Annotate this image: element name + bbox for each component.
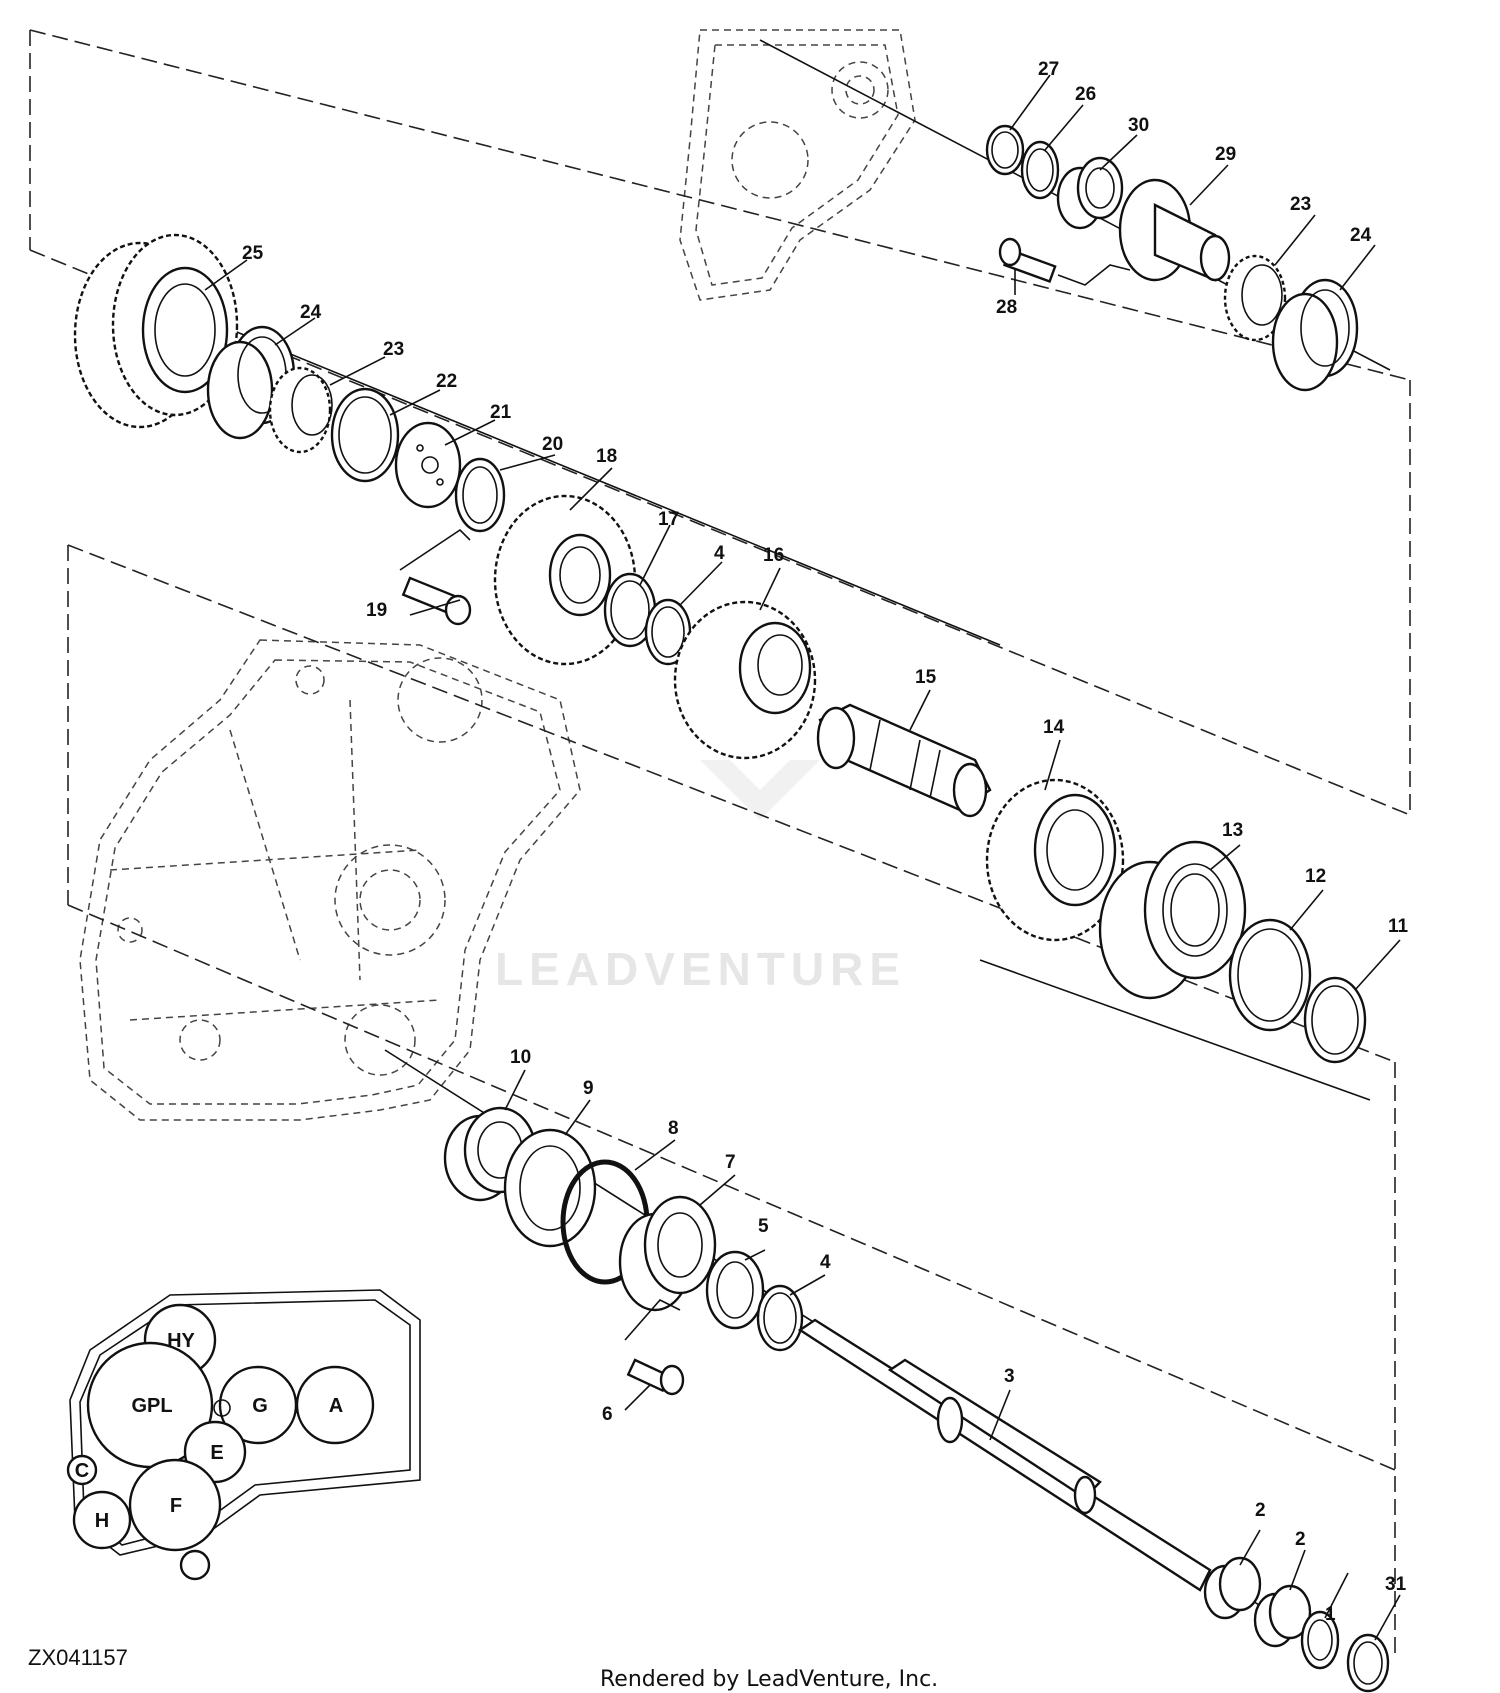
callout-2b: 2 [1295,1529,1306,1550]
callout-24a: 24 [300,302,322,323]
part-29-flange-hub [1118,178,1231,282]
callout-15: 15 [915,667,937,688]
callout-25: 25 [242,243,264,264]
part-3-shaft [797,1318,1212,1592]
part-4-snap-ring-lower [756,1284,804,1352]
part-2-bushing-a [1203,1556,1262,1620]
callout-6: 6 [602,1404,613,1425]
part-26-ring [1020,140,1060,200]
part-19-cap-screw [399,528,472,626]
zone-gpl-label: GPL [131,1395,172,1417]
callout-8: 8 [668,1118,679,1139]
zone-e-label: E [210,1442,223,1464]
callout-23a: 23 [383,339,404,360]
callout-14: 14 [1043,717,1065,738]
leader-lines [204,74,1401,1641]
zone-h-circle [72,1490,132,1550]
zone-a-circle [295,1365,375,1445]
callout-30: 30 [1128,115,1149,136]
credit-line: Rendered by LeadVenture, Inc. [600,1667,938,1692]
part-31-snap-ring [1346,1633,1390,1693]
part-23-bearing-cone-upper [1223,254,1287,342]
callout-13: 13 [1222,820,1243,841]
callout-17: 17 [658,509,679,530]
callout-numbers: 1 2 2 3 4 4 5 6 7 8 9 10 11 12 13 14 15 … [242,59,1409,1625]
part-12-ring [1228,918,1312,1032]
part-24-cup-upper [1271,278,1359,392]
callout-19: 19 [366,600,387,621]
part-9-gasket [503,1128,597,1248]
callout-9: 9 [583,1078,594,1099]
callout-5: 5 [758,1216,769,1237]
zone-f-circle [128,1458,222,1552]
part-7-cover [618,1195,717,1312]
zone-h-label: H [95,1510,109,1532]
part-20-snap-ring [454,457,506,533]
callout-20: 20 [542,434,563,455]
callout-16: 16 [763,545,784,566]
part-5-seal [705,1250,765,1330]
watermark-text: LEADVENTURE [495,943,906,995]
part-30-bushing [1056,156,1124,230]
callout-31: 31 [1385,1574,1407,1595]
part-11-snap-ring [1303,976,1367,1064]
callout-2a: 2 [1255,1500,1266,1521]
part-28-cap-screw [998,237,1131,286]
callout-21: 21 [490,402,512,423]
zone-c-label: C [75,1460,89,1482]
part-15-shaft [816,703,992,818]
part-25-gear [73,233,239,429]
housing-lower-ghost [79,639,581,1121]
callout-1: 1 [1325,1604,1336,1625]
callout-29: 29 [1215,144,1236,165]
locator-inset: HY GPL G A E C F H [66,1289,421,1581]
callout-4a: 4 [714,543,725,564]
zone-f-label: F [170,1495,182,1517]
callout-4b: 4 [820,1252,831,1273]
callout-24b: 24 [1350,225,1372,246]
part-18-gear [493,494,637,666]
part-13-bearing [1098,840,1247,1000]
callout-11: 11 [1388,916,1409,937]
part-2-bushing-b [1253,1584,1312,1648]
callout-10: 10 [510,1047,531,1068]
part-1-washer [1300,1610,1340,1670]
callout-18: 18 [596,446,617,467]
zone-hy-label: HY [167,1330,195,1352]
part-6-cap-screw [624,1299,685,1396]
callout-28: 28 [996,297,1017,318]
figure-id: ZX041157 [28,1645,128,1670]
part-27-snap-ring [985,124,1025,176]
part-14-gear [985,778,1125,942]
zone-pivot-circle [179,1549,211,1581]
callout-3: 3 [1004,1366,1015,1387]
part-21-plate [394,421,462,509]
callout-23b: 23 [1290,194,1311,215]
zone-a-label: A [329,1395,343,1417]
callout-7: 7 [725,1152,736,1173]
zone-c-circle [66,1454,98,1486]
part-16-gear [673,600,817,760]
callout-12: 12 [1305,866,1326,887]
callout-26: 26 [1075,84,1096,105]
housing-upper-ghost [679,29,916,301]
part-22-washer [330,387,400,483]
callout-27: 27 [1038,59,1059,80]
callout-22: 22 [436,371,457,392]
part-23-bearing-cone [268,366,333,454]
zone-g-label: G [252,1395,268,1417]
